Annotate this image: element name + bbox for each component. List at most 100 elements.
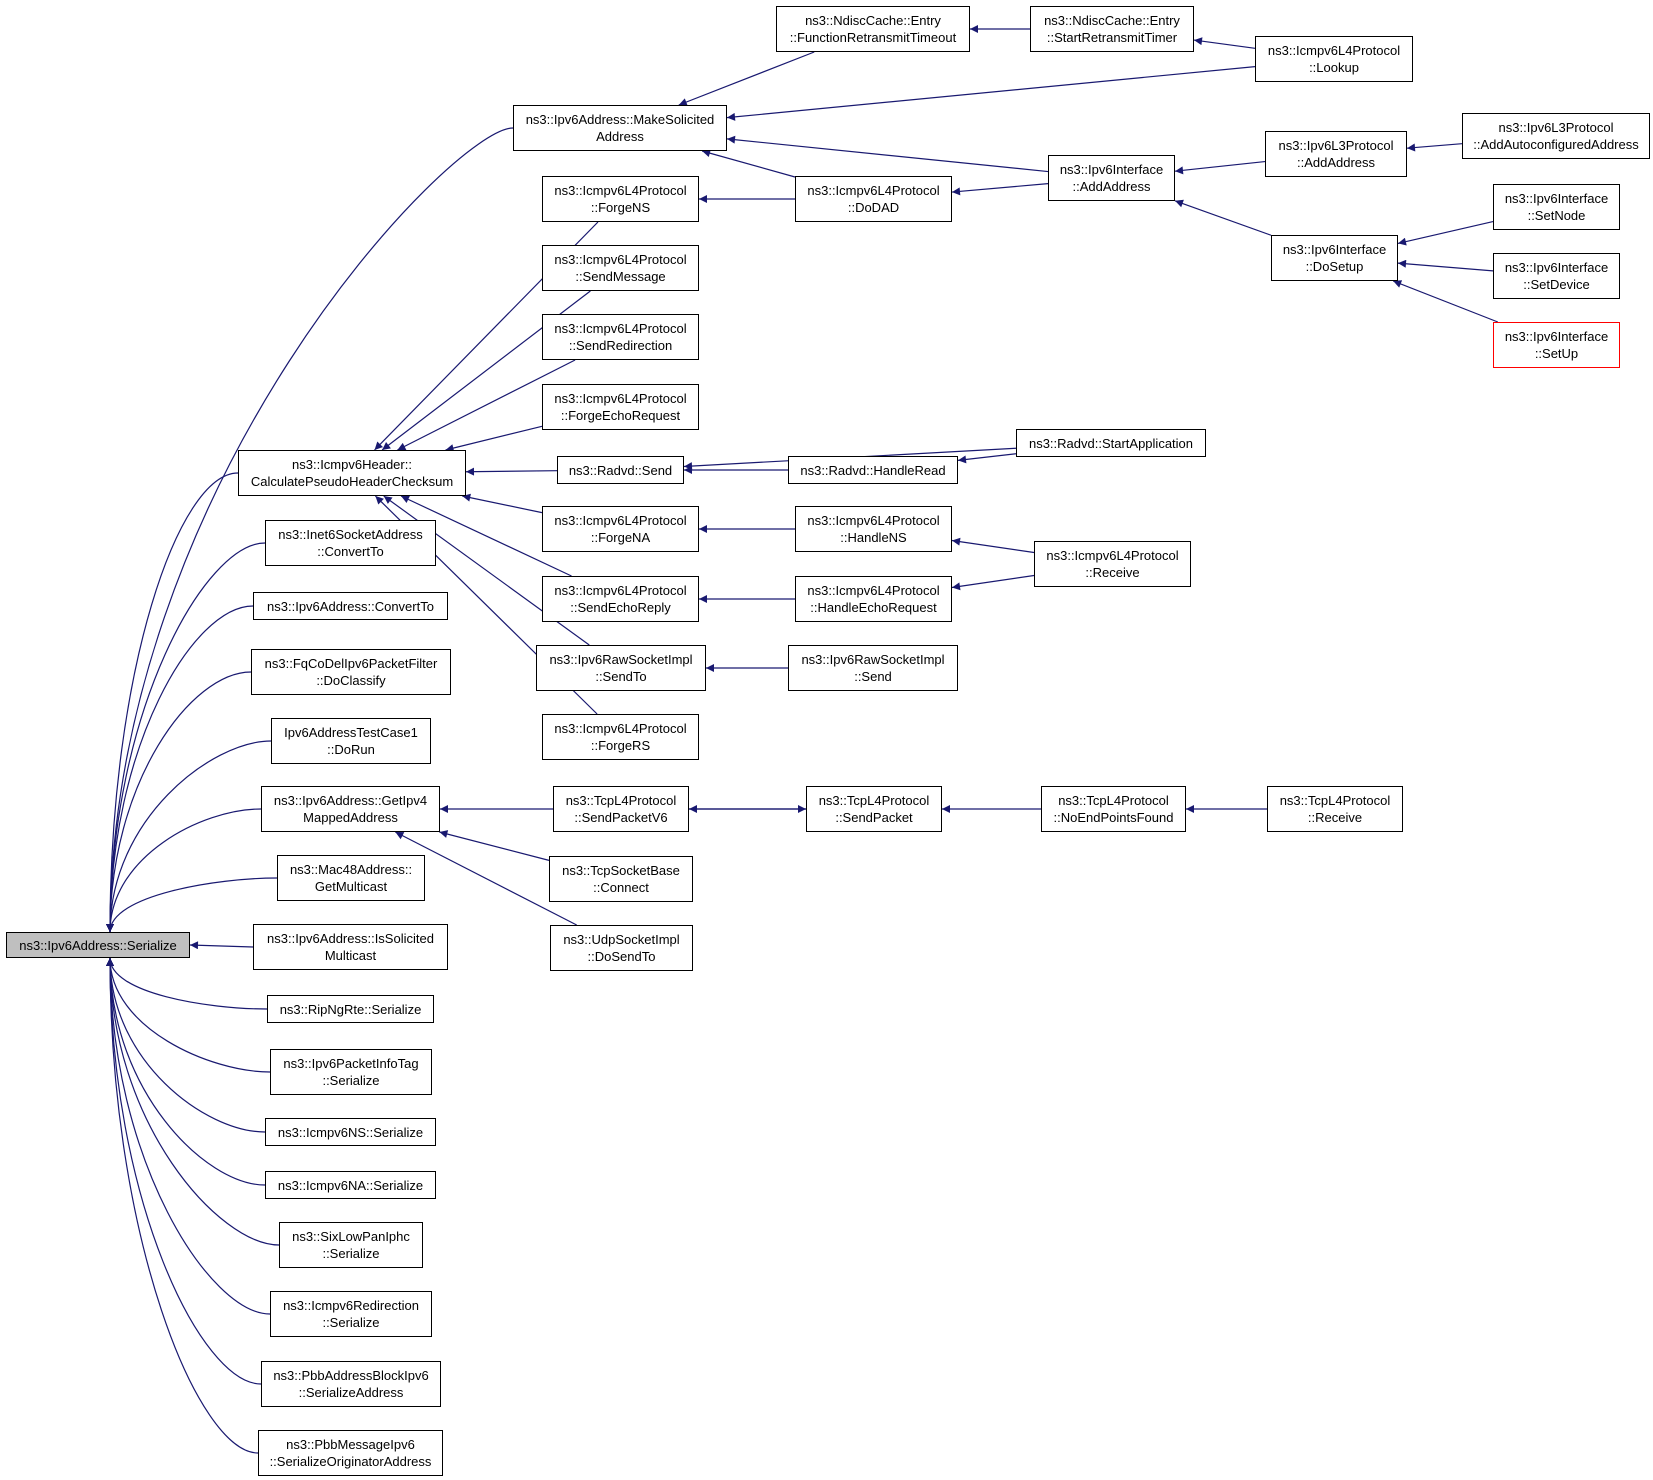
node-label-line: ns3::Ipv6L3Protocol bbox=[1278, 138, 1394, 153]
graph-node-l3auto[interactable]: ns3::Ipv6L3Protocol::AddAutoconfiguredAd… bbox=[1462, 113, 1650, 159]
graph-node-sendredir[interactable]: ns3::Icmpv6L4Protocol::SendRedirection bbox=[542, 314, 699, 360]
graph-node-fqcodel[interactable]: ns3::FqCoDelIpv6PacketFilter::DoClassify bbox=[251, 649, 451, 695]
node-label-line: ns3::Mac48Address:: bbox=[289, 862, 413, 877]
graph-node-rawsendto[interactable]: ns3::Ipv6RawSocketImpl::SendTo bbox=[536, 645, 706, 691]
node-label-line: ::ForgeRS bbox=[590, 738, 651, 753]
graph-node-rawsend[interactable]: ns3::Ipv6RawSocketImpl::Send bbox=[788, 645, 958, 691]
graph-node-ifaceadd[interactable]: ns3::Ipv6Interface::AddAddress bbox=[1048, 155, 1175, 201]
graph-node-ipv6convert[interactable]: ns3::Ipv6Address::ConvertTo bbox=[253, 592, 448, 620]
call-edge-ndiscfrt-to-makesol bbox=[678, 51, 815, 106]
call-edge-forgena-to-calcpseudo bbox=[462, 493, 543, 514]
node-label-line: ::SetUp bbox=[1534, 346, 1579, 361]
node-label-line: ns3::PbbAddressBlockIpv6 bbox=[273, 1368, 429, 1383]
graph-node-l3add[interactable]: ns3::Ipv6L3Protocol::AddAddress bbox=[1265, 131, 1407, 177]
node-label-line: ns3::Icmpv6NS::Serialize bbox=[277, 1124, 424, 1140]
graph-node-calcpseudo[interactable]: ns3::Icmpv6Header::CalculatePseudoHeader… bbox=[238, 450, 466, 496]
node-label-line: ::ForgeEchoRequest bbox=[560, 408, 681, 423]
graph-node-redir_ser[interactable]: ns3::Icmpv6Redirection::Serialize bbox=[270, 1291, 432, 1337]
node-label-line: ns3::Ipv6Interface bbox=[1504, 260, 1609, 275]
node-label-line: ns3::Ipv6Interface bbox=[1282, 242, 1387, 257]
graph-node-dodad[interactable]: ns3::Icmpv6L4Protocol::DoDAD bbox=[795, 176, 952, 222]
graph-node-forgens[interactable]: ns3::Icmpv6L4Protocol::ForgeNS bbox=[542, 176, 699, 222]
node-label-line: ns3::Icmpv6L4Protocol bbox=[554, 391, 687, 406]
call-edge-makesol-to-root bbox=[106, 127, 514, 933]
node-label-line: ns3::Ipv6Address::MakeSolicited bbox=[525, 112, 715, 127]
node-label-line: ns3::Icmpv6L4Protocol bbox=[1267, 43, 1401, 58]
node-label-line: ::Connect bbox=[593, 880, 649, 895]
graph-node-radvdsend[interactable]: ns3::Radvd::Send bbox=[557, 456, 684, 484]
graph-node-tcprecv[interactable]: ns3::TcpL4Protocol::Receive bbox=[1267, 786, 1403, 832]
graph-node-tcpsend[interactable]: ns3::TcpL4Protocol::SendPacket bbox=[806, 786, 942, 832]
graph-node-setup[interactable]: ns3::Ipv6Interface::SetUp bbox=[1493, 322, 1620, 368]
node-label-line: ns3::NdiscCache::Entry bbox=[805, 13, 941, 28]
graph-node-ns_ser[interactable]: ns3::Icmpv6NS::Serialize bbox=[265, 1118, 436, 1146]
graph-node-ripng[interactable]: ns3::RipNgRte::Serialize bbox=[267, 995, 434, 1023]
graph-node-ndiscsrt[interactable]: ns3::NdiscCache::Entry::StartRetransmitT… bbox=[1030, 6, 1194, 52]
node-label-line: ns3::PbbMessageIpv6 bbox=[286, 1437, 415, 1452]
node-label-line: ns3::Ipv6Address::Serialize bbox=[19, 937, 177, 953]
call-edge-l3add-to-ifaceadd bbox=[1174, 160, 1266, 175]
graph-node-inet6convert[interactable]: ns3::Inet6SocketAddress::ConvertTo bbox=[265, 520, 436, 566]
call-edge-mac48-to-root bbox=[106, 877, 278, 933]
graph-node-handleecho[interactable]: ns3::Icmpv6L4Protocol::HandleEchoRequest bbox=[795, 576, 952, 622]
graph-node-udpsendto[interactable]: ns3::UdpSocketImpl::DoSendTo bbox=[550, 925, 693, 971]
graph-node-pktinfo[interactable]: ns3::Ipv6PacketInfoTag::Serialize bbox=[270, 1049, 432, 1095]
graph-node-noend[interactable]: ns3::TcpL4Protocol::NoEndPointsFound bbox=[1041, 786, 1186, 832]
graph-node-tcpconnect[interactable]: ns3::TcpSocketBase::Connect bbox=[549, 856, 693, 902]
node-label-line: Multicast bbox=[324, 948, 377, 963]
graph-node-radvdstart[interactable]: ns3::Radvd::StartApplication bbox=[1016, 429, 1206, 457]
node-label-line: Address bbox=[596, 129, 644, 144]
node-label-line: ns3::Radvd::StartApplication bbox=[1028, 435, 1194, 451]
graph-node-pbbmsg[interactable]: ns3::PbbMessageIpv6::SerializeOriginator… bbox=[258, 1430, 443, 1476]
node-label-line: ::DoClassify bbox=[316, 673, 386, 688]
graph-node-echoreply[interactable]: ns3::Icmpv6L4Protocol::SendEchoReply bbox=[542, 576, 699, 622]
node-label-line: MappedAddress bbox=[303, 810, 398, 825]
graph-node-na_ser[interactable]: ns3::Icmpv6NA::Serialize bbox=[265, 1171, 436, 1199]
graph-node-radvdread[interactable]: ns3::Radvd::HandleRead bbox=[788, 456, 958, 484]
node-label-line: ns3::Icmpv6L4Protocol bbox=[554, 252, 687, 267]
graph-node-tcpv6[interactable]: ns3::TcpL4Protocol::SendPacketV6 bbox=[553, 786, 689, 832]
call-edge-dodad-to-makesol bbox=[701, 149, 796, 178]
call-edge-radvdstart-to-radvdread bbox=[957, 453, 1017, 464]
node-label-line: ns3::Ipv6Address::IsSolicited bbox=[267, 931, 434, 946]
graph-node-dosetup[interactable]: ns3::Ipv6Interface::DoSetup bbox=[1271, 235, 1398, 281]
graph-node-setnode[interactable]: ns3::Ipv6Interface::SetNode bbox=[1493, 184, 1620, 230]
call-edge-lookup-to-ndiscsrt bbox=[1193, 37, 1256, 49]
node-label-line: ns3::Icmpv6L4Protocol bbox=[1046, 548, 1179, 563]
graph-node-sixlow[interactable]: ns3::SixLowPanIphc::Serialize bbox=[279, 1222, 423, 1268]
node-label-line: ::Serialize bbox=[322, 1315, 380, 1330]
call-edge-ns_ser-to-root bbox=[106, 957, 266, 1133]
call-edge-getipv4-to-root bbox=[106, 808, 262, 933]
graph-node-sendmsg[interactable]: ns3::Icmpv6L4Protocol::SendMessage bbox=[542, 245, 699, 291]
graph-node-ndiscfrt[interactable]: ns3::NdiscCache::Entry::FunctionRetransm… bbox=[776, 6, 970, 52]
node-label-line: ::SendPacket bbox=[835, 810, 913, 825]
graph-node-receive6[interactable]: ns3::Icmpv6L4Protocol::Receive bbox=[1034, 541, 1191, 587]
graph-node-lookup[interactable]: ns3::Icmpv6L4Protocol::Lookup bbox=[1255, 36, 1413, 82]
graph-node-testcase[interactable]: Ipv6AddressTestCase1::DoRun bbox=[271, 718, 431, 764]
node-label-line: ::StartRetransmitTimer bbox=[1046, 30, 1178, 45]
graph-node-setdevice[interactable]: ns3::Ipv6Interface::SetDevice bbox=[1493, 253, 1620, 299]
graph-node-root: ns3::Ipv6Address::Serialize bbox=[6, 932, 190, 958]
node-label-line: ns3::Ipv6PacketInfoTag bbox=[283, 1056, 419, 1071]
node-label-line: ::SendTo bbox=[595, 669, 647, 684]
node-label-line: ns3::Icmpv6L4Protocol bbox=[554, 583, 687, 598]
graph-node-forgeecho[interactable]: ns3::Icmpv6L4Protocol::ForgeEchoRequest bbox=[542, 384, 699, 430]
node-label-line: ns3::SixLowPanIphc bbox=[292, 1229, 410, 1244]
graph-node-mac48[interactable]: ns3::Mac48Address::GetMulticast bbox=[277, 855, 425, 901]
node-label-line: ::ForgeNS bbox=[590, 200, 651, 215]
graph-node-handlens[interactable]: ns3::Icmpv6L4Protocol::HandleNS bbox=[795, 506, 952, 552]
node-label-line: ns3::Icmpv6L4Protocol bbox=[554, 183, 687, 198]
node-label-line: ::SendRedirection bbox=[568, 338, 673, 353]
graph-node-pbbaddr[interactable]: ns3::PbbAddressBlockIpv6::SerializeAddre… bbox=[261, 1361, 441, 1407]
node-label-line: ::HandleEchoRequest bbox=[810, 600, 937, 615]
node-label-line: ::DoSetup bbox=[1305, 259, 1364, 274]
graph-node-forgena[interactable]: ns3::Icmpv6L4Protocol::ForgeNA bbox=[542, 506, 699, 552]
graph-node-forgers[interactable]: ns3::Icmpv6L4Protocol::ForgeRS bbox=[542, 714, 699, 760]
call-edge-ifaceadd-to-dodad bbox=[951, 183, 1049, 196]
node-label-line: ns3::Icmpv6L4Protocol bbox=[554, 513, 687, 528]
node-label-line: ns3::Ipv6Interface bbox=[1059, 162, 1164, 177]
node-label-line: GetMulticast bbox=[314, 879, 388, 894]
